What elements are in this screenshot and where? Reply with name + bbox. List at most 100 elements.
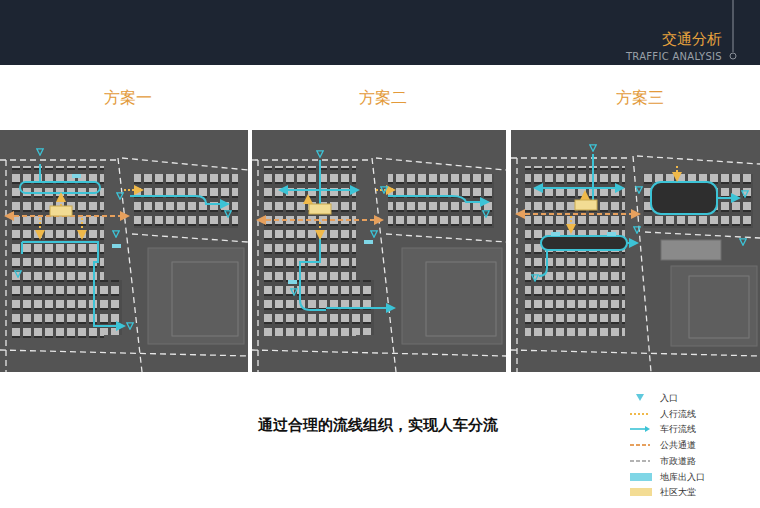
site-plan	[661, 240, 721, 260]
road-line	[0, 350, 248, 356]
legend-row: 入口	[628, 391, 738, 405]
pedestrian-flow	[571, 166, 677, 232]
entry-symbol	[381, 187, 387, 193]
entry-symbol	[117, 193, 123, 199]
legend-swatch	[630, 473, 652, 481]
site-plan	[148, 248, 244, 344]
scheme-heading: 方案三	[511, 88, 760, 108]
entry-symbol	[634, 227, 640, 233]
legend-sample	[629, 439, 653, 451]
site-plan	[671, 266, 757, 346]
header-bar	[733, 0, 734, 52]
garage-entrance	[72, 174, 121, 248]
pedestrian-flow	[319, 222, 321, 238]
pedestrian-flow	[81, 218, 83, 238]
entry-symbol	[740, 239, 746, 245]
community-lobby	[575, 200, 597, 210]
road-sample	[630, 460, 650, 462]
entry-symbol	[127, 323, 133, 329]
site-plan	[511, 130, 760, 372]
public-passage	[258, 219, 382, 221]
vehicle-flow	[326, 307, 394, 309]
vehicle-flow	[388, 196, 488, 202]
entry-symbol	[742, 191, 748, 197]
entry-symbol	[636, 187, 642, 193]
legend-text: 入口	[660, 391, 678, 405]
entry-sample	[636, 394, 644, 401]
road-line	[252, 159, 370, 160]
legend-sample	[629, 455, 653, 467]
garage-entrance	[364, 240, 373, 244]
vehicle-flow	[592, 154, 594, 200]
entry-symbol	[371, 231, 377, 237]
legend-text: 车行流线	[660, 422, 696, 436]
scheme-heading: 方案二	[252, 88, 514, 108]
entry-symbol	[37, 149, 43, 155]
pedestrian-flow	[570, 216, 572, 232]
pedestrian-flow	[308, 190, 394, 238]
garage-entrance	[72, 174, 81, 178]
legend-swatch	[630, 488, 652, 496]
vehicle-sample	[630, 429, 647, 431]
vehicle-flow	[717, 197, 739, 199]
legend-sample	[629, 423, 653, 435]
vehicle-flow	[130, 196, 228, 204]
entry-symbol	[483, 211, 489, 217]
entry-symbol	[15, 149, 231, 329]
pedestrian-sample	[630, 413, 650, 415]
header-bar	[0, 0, 760, 65]
entry-symbol	[225, 211, 231, 217]
garage-entrance	[551, 232, 560, 236]
slide-title: 交通分析	[662, 30, 722, 48]
site-plan	[134, 174, 238, 228]
road-line	[5, 160, 6, 372]
vehicle-flow	[20, 164, 228, 326]
vehicle-sample-head	[645, 426, 650, 432]
vehicle-flow	[20, 182, 100, 193]
vehicle-flow	[22, 242, 124, 326]
site-plan	[0, 130, 248, 372]
site-plan	[252, 130, 506, 372]
legend-row: 地库出入口	[628, 470, 738, 484]
garage-entrance	[551, 232, 616, 236]
road-line	[132, 234, 248, 242]
entry-symbol	[291, 289, 297, 295]
legend-sample	[629, 392, 653, 404]
site-plan	[264, 166, 356, 336]
legend-sample	[629, 408, 653, 420]
vehicle-flow	[21, 242, 23, 254]
vehicle-flow	[541, 236, 627, 250]
garage-entrance	[288, 280, 297, 284]
legend-text: 公共通道	[660, 438, 696, 452]
site-plan	[689, 276, 749, 338]
road-line	[257, 160, 258, 372]
pedestrian-flow	[676, 166, 678, 180]
road-line	[372, 158, 396, 372]
site-plan	[0, 130, 248, 372]
site-plan	[388, 174, 494, 228]
pedestrian-flow	[40, 190, 142, 238]
vehicle-flow	[535, 154, 739, 276]
road-line	[118, 158, 142, 372]
legend-row: 车行流线	[628, 422, 738, 436]
road-line	[637, 156, 760, 164]
legend-text: 社区大堂	[660, 485, 696, 499]
site-plan	[402, 248, 502, 344]
entry-symbol	[532, 275, 538, 281]
public-passage	[258, 219, 382, 221]
garage-entrance	[607, 232, 616, 236]
legend-row: 社区大堂	[628, 485, 738, 499]
entry-symbol	[113, 231, 119, 237]
road-line	[633, 156, 651, 372]
road-line	[376, 158, 506, 170]
public-passage	[517, 213, 639, 215]
legend-text: 地库出入口	[660, 470, 705, 484]
scheme-heading: 方案一	[0, 88, 256, 108]
community-lobby	[309, 204, 331, 214]
site-plan	[426, 262, 496, 336]
header-bar	[730, 53, 736, 59]
vehicle-flow	[39, 164, 41, 182]
entry-symbol	[15, 271, 21, 277]
